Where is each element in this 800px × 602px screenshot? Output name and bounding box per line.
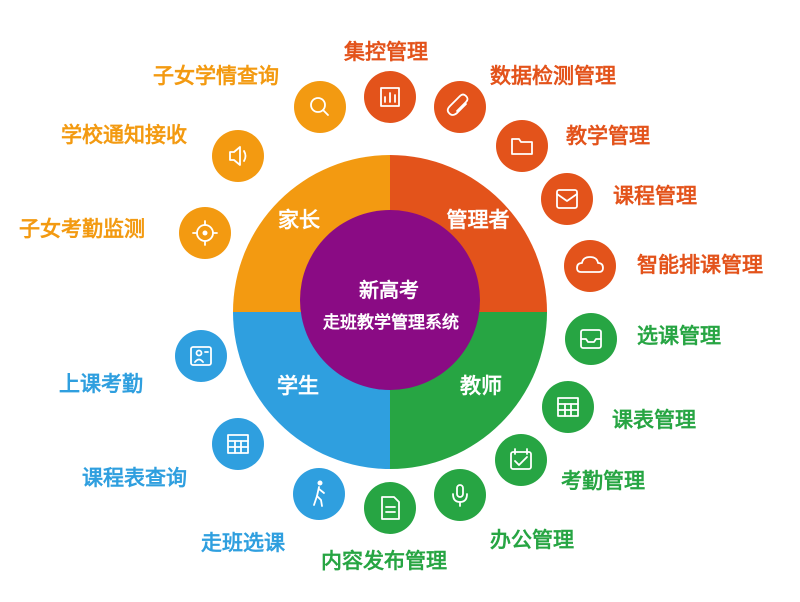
student-node-1[interactable]: [175, 330, 227, 382]
teacher-node-2[interactable]: [542, 381, 594, 433]
admin-item-label-2[interactable]: 数据检测管理: [490, 64, 616, 88]
parent-node-1[interactable]: [294, 81, 346, 133]
id-card-icon: [190, 346, 212, 366]
admin-node-4[interactable]: [541, 173, 593, 225]
admin-item-label-3[interactable]: 教学管理: [566, 124, 650, 148]
teacher-node-4[interactable]: [434, 469, 486, 521]
parent-item-label-1[interactable]: 子女学情查询: [153, 64, 279, 88]
student-item-label-1[interactable]: 上课考勤: [59, 372, 143, 396]
admin-node-3[interactable]: [496, 120, 548, 172]
target-icon: [192, 220, 218, 246]
teacher-node-3[interactable]: [495, 434, 547, 486]
calendar-check-icon: [510, 448, 532, 470]
parent-node-2[interactable]: [212, 130, 264, 182]
document-box-icon: [556, 189, 578, 209]
admin-node-2[interactable]: [434, 81, 486, 133]
speaker-icon: [229, 146, 247, 166]
teacher-item-label-2[interactable]: 课表管理: [612, 408, 696, 432]
teacher-node-5[interactable]: [364, 482, 416, 534]
student-node-2[interactable]: [212, 418, 264, 470]
teacher-item-label-4[interactable]: 办公管理: [490, 528, 574, 552]
admin-item-label-5[interactable]: 智能排课管理: [637, 253, 763, 277]
folder-icon: [511, 138, 533, 155]
walking-icon: [313, 480, 325, 507]
search-icon: [310, 97, 329, 116]
table-icon: [557, 397, 579, 417]
center-subtitle: 走班教学管理系统: [323, 312, 459, 333]
file-icon: [381, 496, 400, 520]
student-item-label-2[interactable]: 课程表查询: [82, 466, 187, 490]
quadrant-label-teacher: 教师: [460, 374, 502, 398]
teacher-node-1[interactable]: [565, 313, 617, 365]
admin-item-label-1[interactable]: 集控管理: [344, 40, 428, 64]
table-icon: [227, 434, 249, 454]
microphone-icon: [452, 484, 468, 507]
center-title: 新高考: [359, 278, 419, 302]
admin-item-label-4[interactable]: 课程管理: [613, 184, 697, 208]
center-circle: [300, 210, 480, 390]
paperclip-icon: [446, 93, 469, 116]
teacher-item-label-5[interactable]: 内容发布管理: [321, 549, 447, 573]
admin-node-1[interactable]: [364, 71, 416, 123]
admin-node-5[interactable]: [564, 240, 616, 292]
inbox-icon: [580, 329, 602, 349]
bar-chart-icon: [380, 87, 400, 107]
parent-item-label-3[interactable]: 子女考勤监测: [19, 217, 145, 241]
student-item-label-3[interactable]: 走班选课: [201, 531, 285, 555]
student-node-3[interactable]: [293, 468, 345, 520]
quadrant-label-admin: 管理者: [447, 208, 510, 232]
teacher-item-label-3[interactable]: 考勤管理: [561, 469, 645, 493]
parent-node-3[interactable]: [179, 207, 231, 259]
quadrant-label-parent: 家长: [278, 208, 321, 232]
quadrant-label-student: 学生: [277, 374, 319, 398]
teacher-item-label-1[interactable]: 选课管理: [637, 324, 721, 348]
cloud-icon: [576, 256, 604, 273]
parent-item-label-2[interactable]: 学校通知接收: [61, 123, 187, 147]
